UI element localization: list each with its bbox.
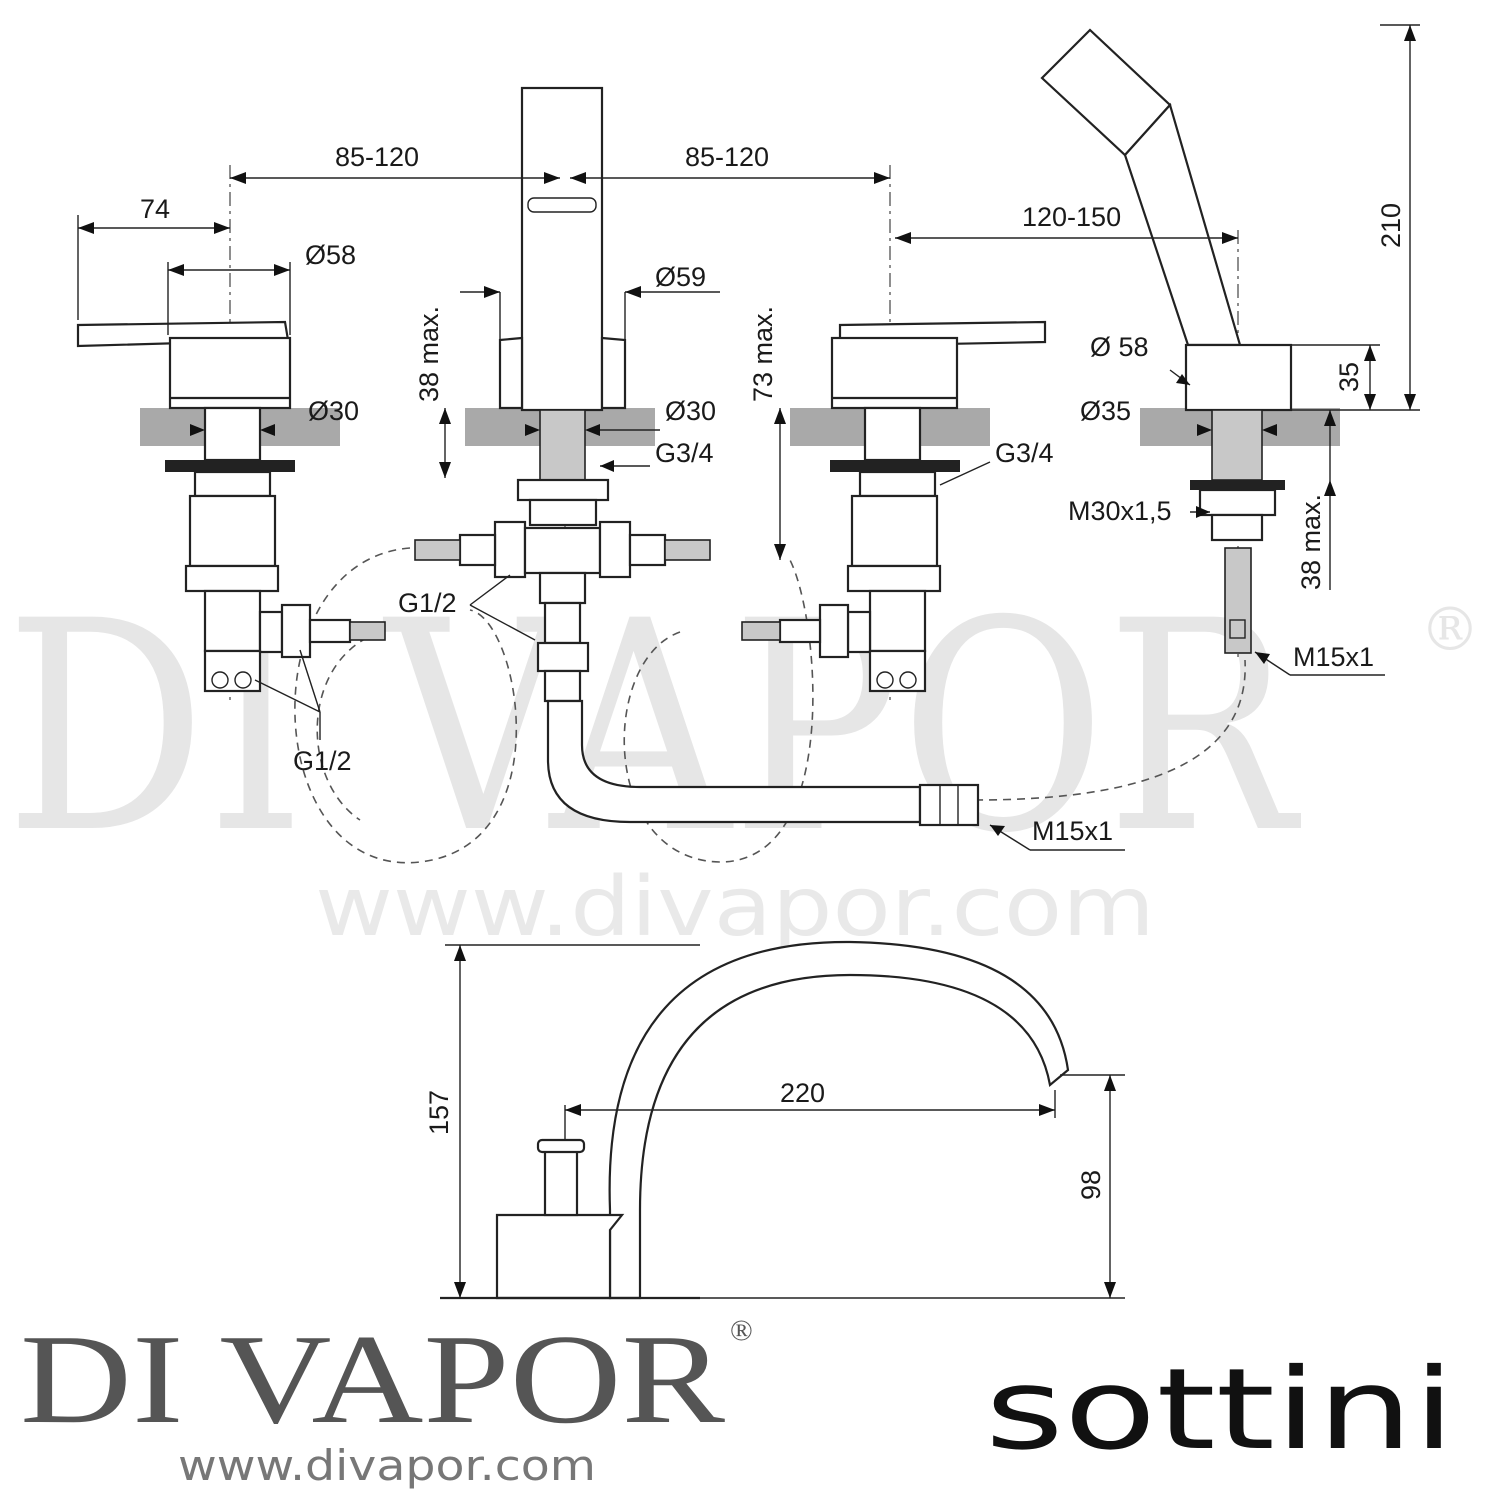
watermark-text: DI VAPOR	[5, 560, 1302, 897]
dim-38-max-right: 38 max.	[1296, 494, 1326, 590]
dimension-labels: 85-120 85-120 74 Ø58 Ø59 Ø30 Ø30 38 max.…	[140, 142, 1406, 1200]
spout-elevation	[440, 940, 1070, 1300]
dim-g34-right: G3/4	[995, 438, 1054, 468]
dim-m15x1-bottom: M15x1	[1032, 816, 1113, 846]
dim-73-max: 73 max.	[748, 306, 778, 402]
watermark-url: www.divapor.com	[315, 860, 1155, 955]
dim-diameter-35: Ø35	[1080, 396, 1131, 426]
dim-85-120-left: 85-120	[335, 142, 419, 172]
dim-g12-center: G1/2	[398, 588, 457, 618]
left-valve	[76, 320, 386, 693]
dim-diameter-58-left: Ø58	[305, 240, 356, 270]
dim-74: 74	[140, 194, 170, 224]
dimension-lines	[77, 24, 1420, 1299]
leader-lines	[254, 369, 1385, 851]
divapor-url: www.divapor.com	[178, 1441, 596, 1490]
dim-diameter-58-shower: Ø 58	[1090, 332, 1149, 362]
dim-m30x1-5: M30x1,5	[1068, 496, 1172, 526]
watermark-registered: ®	[1420, 595, 1480, 665]
divapor-registered: ®	[730, 1314, 753, 1347]
dim-85-120-right: 85-120	[685, 142, 769, 172]
dim-157: 157	[424, 1090, 454, 1135]
spout	[414, 86, 980, 827]
dim-220: 220	[780, 1078, 825, 1108]
dim-g34-center: G3/4	[655, 438, 714, 468]
dim-120-150: 120-150	[1022, 202, 1121, 232]
brand-footer: DI VAPOR ® www.divapor.com sottini	[20, 1308, 1455, 1490]
dim-diameter-30-center: Ø30	[665, 396, 716, 426]
dim-38-max-center: 38 max.	[414, 306, 444, 402]
right-valve	[741, 320, 1047, 693]
dim-m15x1-top: M15x1	[1293, 642, 1374, 672]
arrowheads	[78, 25, 1416, 1298]
dim-210: 210	[1376, 203, 1406, 248]
dim-g12-left: G1/2	[293, 746, 352, 776]
sottini-logo: sottini	[985, 1345, 1455, 1475]
dim-35: 35	[1334, 362, 1364, 392]
dim-diameter-59: Ø59	[655, 262, 706, 292]
dim-diameter-30-left: Ø30	[308, 396, 359, 426]
divapor-logo: DI VAPOR	[20, 1308, 726, 1450]
dim-98: 98	[1076, 1170, 1106, 1200]
hand-shower	[1040, 28, 1293, 654]
